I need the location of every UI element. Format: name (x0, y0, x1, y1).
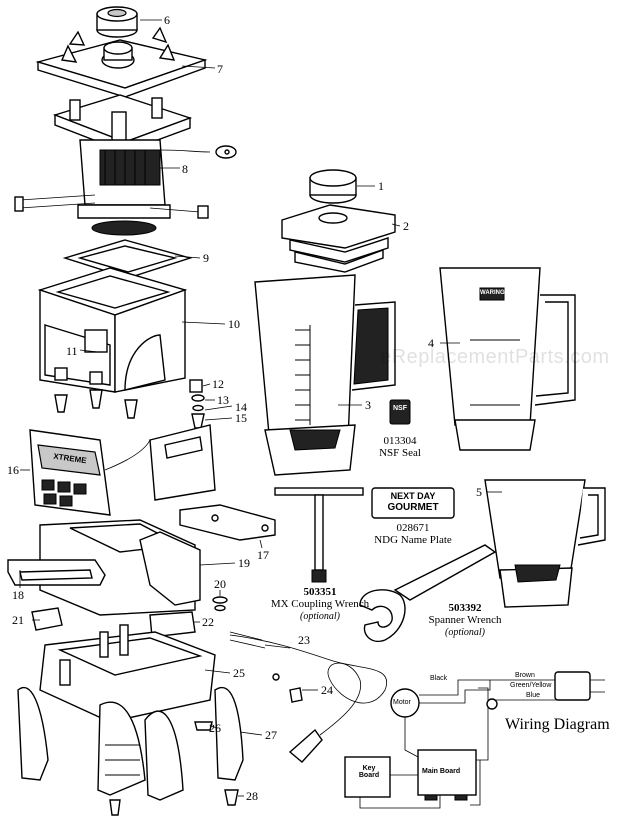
part-label-7: 7 (217, 62, 223, 76)
part-5-container (484, 479, 606, 608)
part-label-12: 12 (212, 377, 224, 391)
leader-lines (19, 19, 502, 797)
wiring-black-label: Black (430, 675, 448, 682)
part-1-lid-cap (309, 169, 357, 204)
ndg-code: 028671 (396, 522, 430, 534)
spanner-caption: 503392 Spanner Wrench (optional) (410, 602, 520, 639)
part-label-11: 11 (66, 344, 78, 358)
wiring-brown-label: Brown (515, 672, 535, 679)
part-9-gasket (62, 239, 193, 279)
panel-bracket (149, 424, 216, 501)
part-25-base (39, 624, 216, 723)
part-3-container (254, 274, 396, 476)
part-label-26: 26 (209, 721, 221, 735)
part-label-27: 27 (265, 728, 277, 742)
part-label-20: 20 (214, 577, 226, 591)
part-label-21: 21 (12, 613, 24, 627)
wiring-motor-label: Motor (393, 699, 411, 706)
part-2-lid (281, 204, 396, 273)
part-10-housing (37, 267, 188, 393)
part-label-28: 28 (246, 789, 258, 803)
mx-code: 503351 (303, 586, 337, 598)
part-17-bracket (179, 504, 276, 541)
part-19-base-frame (39, 519, 201, 616)
part-label-10: 10 (228, 317, 240, 331)
part-label-4: 4 (428, 336, 434, 350)
part-label-17: 17 (257, 548, 269, 562)
wiring-diagram-title: Wiring Diagram (505, 716, 610, 733)
part-label-24: 24 (321, 683, 333, 697)
part-label-5: 5 (476, 485, 482, 499)
part-26-27-panels (17, 686, 244, 816)
nsf-name: NSF Seal (379, 447, 421, 459)
part-label-18: 18 (12, 588, 24, 602)
part-label-25: 25 (233, 666, 245, 680)
wiring-mainboard-label: Main Board (422, 768, 461, 775)
nsf-caption: 013304 NSF Seal (360, 435, 440, 459)
part-label-3: 3 (365, 398, 371, 412)
part-7-top-plate (35, 26, 208, 98)
part-label-19: 19 (238, 556, 250, 570)
part-label-9: 9 (203, 251, 209, 265)
wiring-diagram (344, 671, 605, 809)
nsf-code: 013304 (383, 435, 417, 447)
mx-coupling-wrench (274, 487, 364, 583)
part-23-24-cord (229, 631, 388, 763)
part-label-1: 1 (378, 179, 384, 193)
ndg-name-plate (371, 487, 455, 519)
ndg-badge-line1: NEXT DAY (390, 491, 436, 501)
part-4-container (439, 267, 576, 451)
part-6-knob (96, 6, 138, 38)
feet-and-screws (54, 367, 205, 429)
mx-note: (optional) (300, 611, 340, 622)
part-label-22: 22 (202, 615, 214, 629)
part-label-2: 2 (403, 219, 409, 233)
ndg-badge-line2: GOURMET (387, 502, 439, 513)
ndg-name: NDG Name Plate (374, 534, 452, 546)
spanner-code: 503392 (448, 602, 482, 614)
part-label-6: 6 (164, 13, 170, 27)
wiring-keyboard-label: Key Board (358, 765, 380, 779)
spanner-note: (optional) (445, 627, 485, 638)
waring-badge: WARING (480, 290, 505, 296)
part-20-washer (212, 596, 228, 612)
part-18-handle (7, 559, 106, 586)
nsf-seal (389, 399, 411, 425)
part-label-14: 14 (235, 400, 247, 414)
part-label-8: 8 (182, 162, 188, 176)
nsf-badge: NSF (393, 405, 407, 412)
wiring-blue-label: Blue (526, 692, 541, 699)
wiring-greenyellow-label: Green/Yellow (510, 682, 552, 689)
part-label-13: 13 (217, 393, 229, 407)
spanner-wrench (359, 544, 497, 642)
part-21-22-blocks (31, 607, 196, 638)
part-label-16: 16 (7, 463, 19, 477)
mx-name: MX Coupling Wrench (270, 598, 370, 610)
ndg-caption: 028671 NDG Name Plate (363, 522, 463, 546)
spanner-name: Spanner Wrench (428, 614, 502, 626)
part-label-15: 15 (235, 411, 247, 425)
watermark: eReplacementParts.com (380, 346, 610, 368)
mx-caption: 503351 MX Coupling Wrench (optional) (260, 586, 380, 623)
part-16-control-panel (29, 429, 151, 516)
part-label-23: 23 (298, 633, 310, 647)
part-8-motor-assembly (14, 94, 237, 236)
